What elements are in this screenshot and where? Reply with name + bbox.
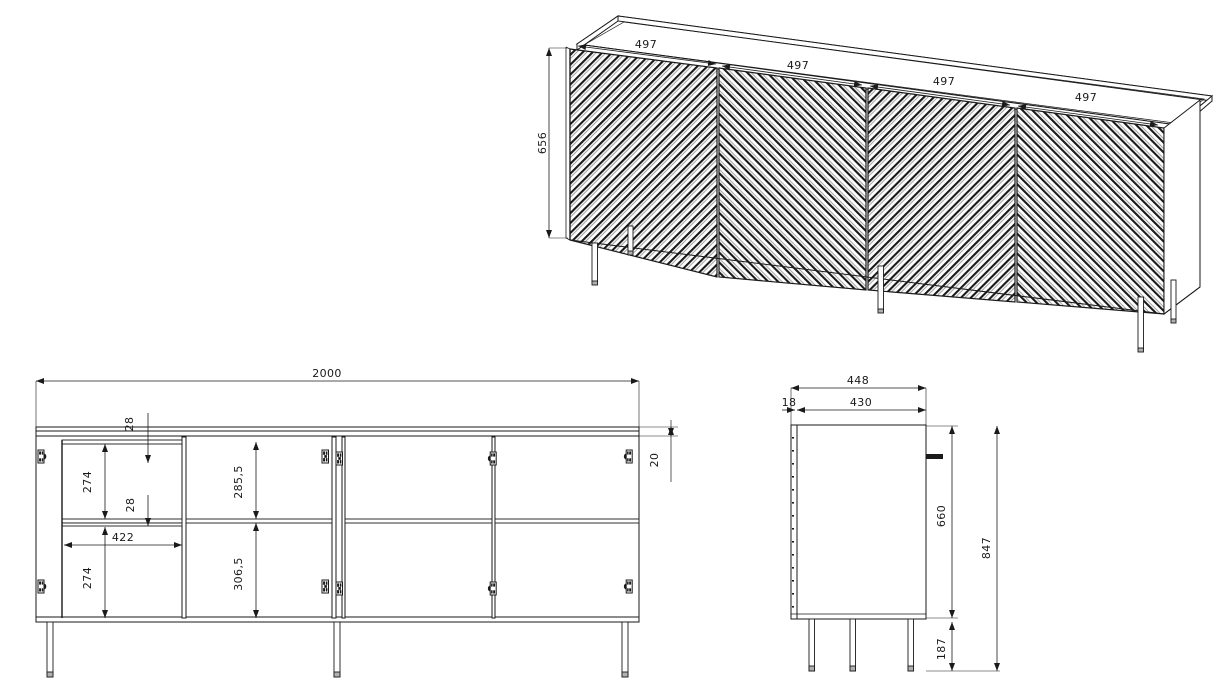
- front-shelf-c1: [185, 518, 333, 524]
- side-dim-18: 18: [782, 396, 797, 413]
- side-body-outline: [790, 424, 927, 620]
- iso-leg-back-left: [627, 225, 634, 256]
- side-view-group: 448 430 18: [782, 374, 1000, 672]
- front-dim-20: 20: [639, 420, 678, 482]
- front-hinge-7: [487, 451, 497, 466]
- front-left-mid-shelf: [61, 518, 183, 524]
- iso-view-group: 656 497 497 497 497: [536, 15, 1214, 353]
- front-hinge-10: [623, 579, 633, 594]
- side-dim-187: 187: [926, 622, 1000, 672]
- side-dim-660-label: 660: [935, 505, 948, 527]
- side-dim-430: 430: [797, 396, 926, 413]
- front-dim-28-top: 28: [123, 413, 151, 463]
- side-dim-847-label: 847: [980, 537, 993, 559]
- iso-right-side-panel: [1163, 98, 1201, 315]
- front-left-mid-shelf-b: [61, 522, 183, 527]
- iso-dim-497-1-label: 497: [635, 38, 657, 51]
- front-dim-274-lower: 274: [81, 527, 108, 618]
- front-hinge-9: [623, 449, 633, 464]
- front-dim-306-5-label: 306,5: [232, 557, 245, 591]
- side-slat-profile: [792, 437, 794, 608]
- front-dim-274-upper: 274: [81, 444, 108, 519]
- front-dim-28-shelf-label: 28: [124, 498, 137, 513]
- front-dim-285-5: 285,5: [232, 442, 259, 519]
- iso-leg-front-middle: [877, 265, 884, 314]
- side-leg-3: [907, 618, 914, 672]
- front-divider-2b: [341, 436, 346, 619]
- iso-dim-497-4: 497: [1017, 91, 1159, 127]
- front-leg-right: [621, 621, 629, 678]
- front-hinge-5: [321, 579, 329, 594]
- front-dim-306-5: 306,5: [232, 523, 259, 618]
- side-dim-430-label: 430: [850, 396, 872, 409]
- iso-dim-497-3: 497: [869, 75, 1011, 107]
- front-dim-274-upper-label: 274: [81, 471, 94, 493]
- front-dim-422: 422: [64, 531, 182, 548]
- iso-door-2[interactable]: [718, 67, 867, 291]
- side-dim-847: 847: [980, 426, 1000, 671]
- front-hinge-1: [37, 449, 47, 464]
- front-divider-3: [491, 436, 496, 619]
- front-dim-422-label: 422: [112, 531, 134, 544]
- side-dim-660: 660: [926, 425, 958, 619]
- side-dim-448-label: 448: [847, 374, 869, 387]
- front-center-shelves: [185, 518, 640, 524]
- front-hinge-8: [487, 581, 497, 596]
- iso-dim-497-3-label: 497: [933, 75, 955, 88]
- front-hinge-2: [37, 579, 47, 594]
- front-divider-2: [331, 436, 337, 619]
- side-shelf-bracket: [926, 454, 943, 459]
- front-leg-middle: [333, 621, 341, 678]
- front-shelf-c2: [344, 518, 493, 524]
- front-dim-274-lower-label: 274: [81, 567, 94, 589]
- side-dim-18-label: 18: [782, 396, 797, 409]
- iso-door-3[interactable]: [867, 87, 1016, 303]
- iso-bottom-edge: [569, 239, 1201, 315]
- front-dim-285-5-label: 285,5: [232, 465, 245, 499]
- front-left-compartment: [61, 439, 183, 618]
- front-dim-20-label: 20: [648, 453, 661, 468]
- front-vertical-dividers: [181, 436, 496, 619]
- iso-dim-497-2-label: 497: [787, 59, 809, 72]
- iso-dim-656-label: 656: [536, 132, 549, 154]
- iso-dim-497-4-label: 497: [1075, 91, 1097, 104]
- front-hinge-6: [335, 581, 343, 596]
- front-divider-1: [181, 436, 187, 619]
- iso-dim-height-656: 656: [536, 47, 568, 239]
- iso-leg-front-right: [1137, 296, 1144, 353]
- front-hinge-3: [321, 449, 329, 464]
- iso-leg-back-right: [1170, 279, 1177, 324]
- front-legs: [46, 621, 629, 678]
- iso-dim-497-1: 497: [577, 38, 717, 66]
- front-dim-28-shelf: 28: [124, 495, 151, 526]
- front-dim-2000-label: 2000: [312, 367, 342, 380]
- front-left-top-rail: [61, 439, 183, 445]
- front-shelf-c3: [494, 518, 640, 524]
- side-legs: [808, 618, 914, 672]
- iso-dim-497-2: 497: [721, 59, 863, 87]
- iso-legs: [591, 225, 1177, 353]
- iso-leg-front-left: [591, 242, 598, 286]
- front-hinge-4: [335, 451, 343, 466]
- front-leg-left: [46, 621, 54, 678]
- iso-door-4[interactable]: [1016, 107, 1165, 315]
- front-bottom-panel: [35, 616, 640, 623]
- front-view-group: 2000: [35, 367, 678, 678]
- front-dim-2000: 2000: [35, 367, 640, 432]
- side-dim-187-label: 187: [935, 638, 948, 660]
- side-leg-2: [849, 618, 856, 672]
- front-dim-28-top-label: 28: [123, 417, 136, 432]
- side-leg-1: [808, 618, 815, 672]
